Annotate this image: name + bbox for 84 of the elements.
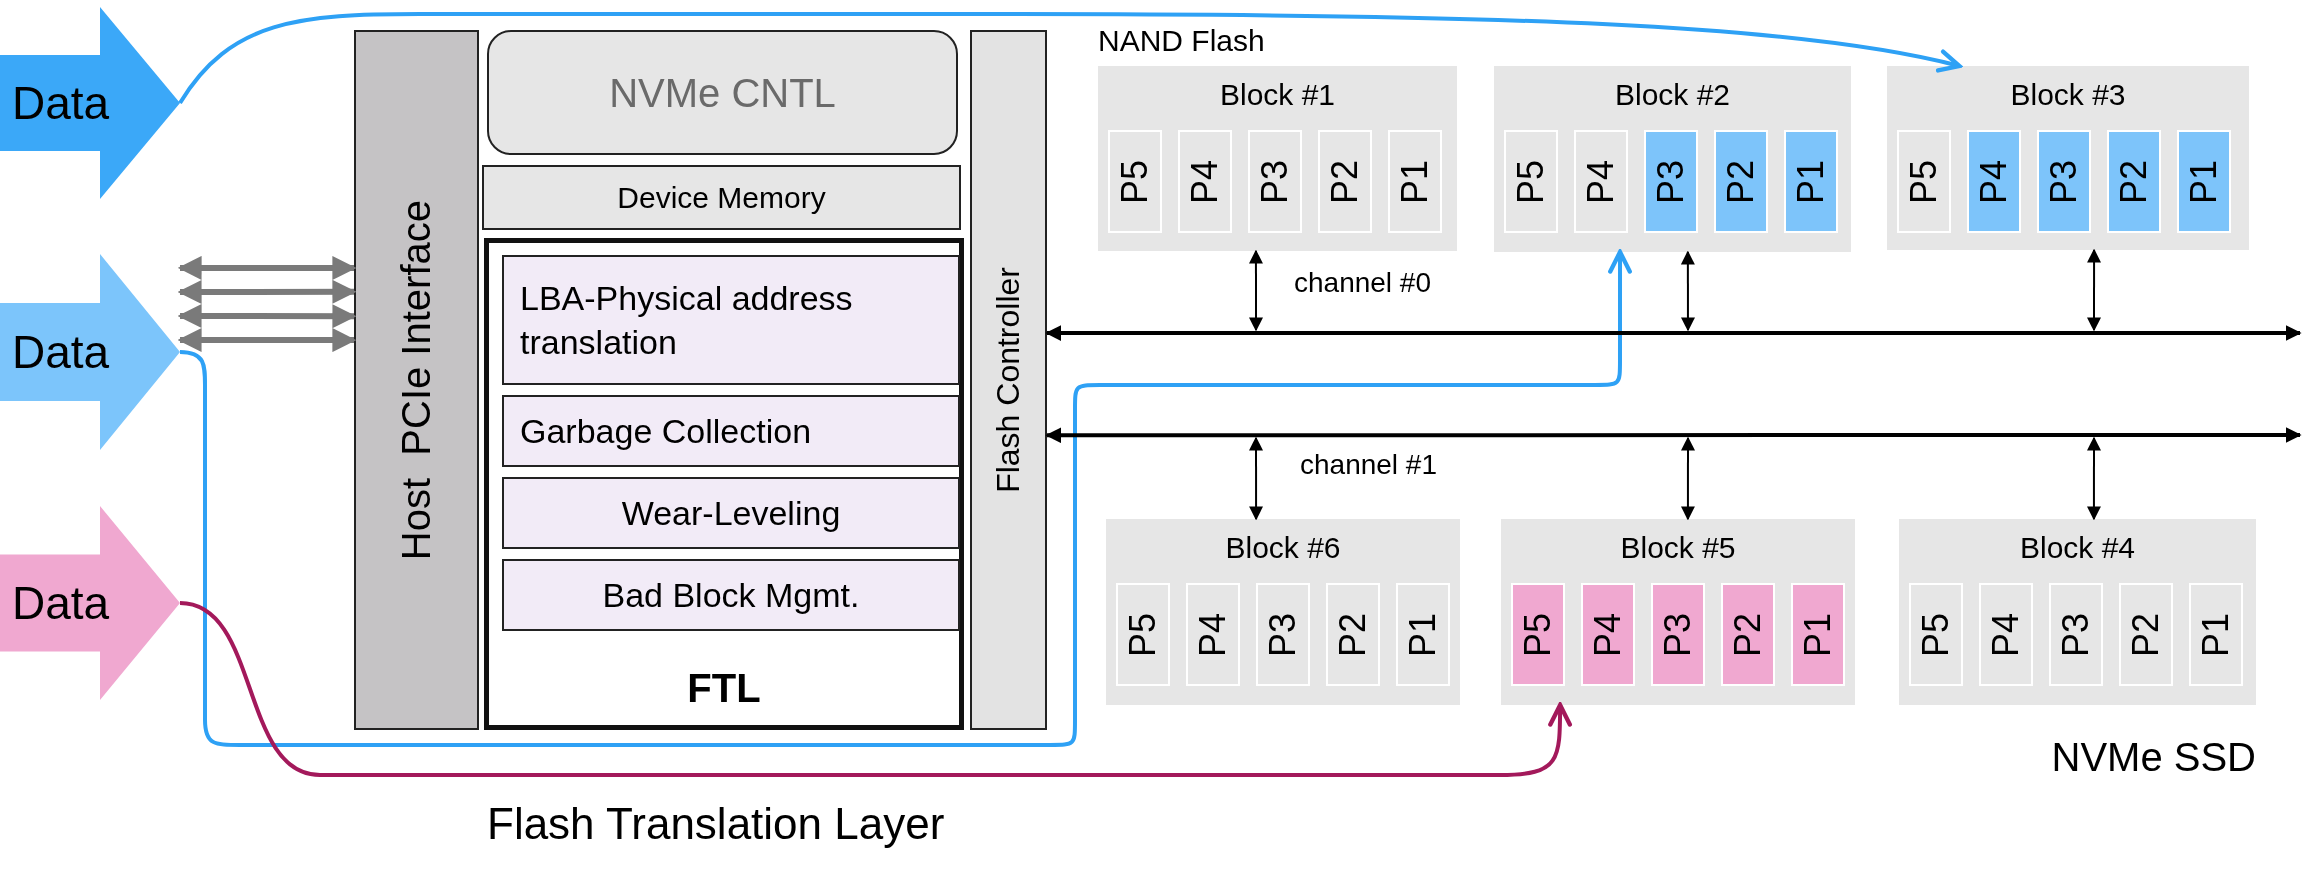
- flash-page: P2: [2119, 583, 2173, 686]
- data-block: [0, 254, 180, 450]
- function-box: [502, 559, 960, 631]
- block-panel: [1501, 519, 1855, 705]
- box-label: Wear-Leveling: [621, 492, 841, 534]
- curved-arrow: [178, 12, 1962, 105]
- flash-page: P2: [2107, 130, 2161, 233]
- flash-page: P1: [1388, 130, 1442, 233]
- box-label: Bad Block Mgmt.: [602, 574, 860, 616]
- flash-page: P3: [1644, 130, 1698, 233]
- block-panel: [1494, 66, 1851, 252]
- bus-arrow: [1045, 427, 2302, 444]
- flash-page: P1: [1791, 583, 1845, 686]
- flash-page: P4: [1178, 130, 1232, 233]
- interface-bar: [354, 30, 479, 730]
- flash-page: P1: [1784, 130, 1838, 233]
- data-label: Data: [12, 325, 110, 379]
- flash-page: P2: [1326, 583, 1380, 686]
- block-title: Block #6: [1225, 531, 1341, 565]
- flash-page: P2: [1721, 583, 1775, 686]
- block-title: Block #3: [2010, 78, 2126, 112]
- double-arrow: [2087, 248, 2102, 332]
- flash-page: P4: [1574, 130, 1628, 233]
- double-arrow: [1680, 250, 1695, 332]
- block-title: Block #4: [2019, 531, 2136, 565]
- flash-page: P5: [1116, 583, 1170, 686]
- box-label: Garbage Collection: [520, 410, 812, 452]
- flash-page: P3: [2049, 583, 2103, 686]
- block-title: Block #1: [1219, 78, 1336, 112]
- controller-bar: [970, 30, 1047, 730]
- double-arrow: [1248, 249, 1263, 332]
- flash-page: P3: [1248, 130, 1302, 233]
- flash-page: P2: [1318, 130, 1372, 233]
- flash-page: P4: [1581, 583, 1635, 686]
- box-label: LBA-Physical address translation: [520, 277, 854, 363]
- function-box: [502, 395, 960, 467]
- flash-page: P1: [2189, 583, 2243, 686]
- region-label: NAND Flash: [1098, 24, 1265, 57]
- region-label: NVMe SSD: [2051, 735, 2256, 779]
- bus-arrow: [1045, 325, 2302, 342]
- double-arrow: [1249, 436, 1264, 521]
- curved-arrow: [179, 601, 1572, 777]
- flash-page: P3: [1651, 583, 1705, 686]
- curved-arrow: [179, 249, 1632, 747]
- caption-text: Flash Translation Layer: [487, 800, 945, 849]
- double-arrow: [2086, 436, 2101, 521]
- flash-page: P5: [1108, 130, 1162, 233]
- block-panel: [1887, 66, 2249, 250]
- box-label: Device Memory: [617, 180, 826, 216]
- data-label: Data: [12, 76, 110, 130]
- flash-page: P2: [1714, 130, 1768, 233]
- double-arrow: [177, 304, 357, 329]
- memory-box: [482, 165, 961, 230]
- double-arrow: [177, 328, 357, 353]
- function-box: [502, 255, 960, 385]
- flash-page: P3: [2037, 130, 2091, 233]
- block-panel: [1106, 519, 1460, 705]
- block-title: Block #2: [1614, 78, 1731, 112]
- function-box: [502, 477, 960, 549]
- block-title: Block #5: [1620, 531, 1736, 565]
- flash-page: P3: [1256, 583, 1310, 686]
- double-arrow: [1680, 436, 1695, 521]
- flash-page: P1: [2177, 130, 2231, 233]
- ftl-panel: [484, 238, 964, 730]
- flash-page: P5: [1504, 130, 1558, 233]
- flash-page: P4: [1967, 130, 2021, 233]
- double-arrow: [177, 255, 357, 280]
- panel-title: FTL: [687, 666, 761, 711]
- bar-label: Host PCIe Interface: [394, 199, 439, 561]
- flash-page: P5: [1909, 583, 1963, 686]
- flash-page: P1: [1396, 583, 1450, 686]
- flash-page: P5: [1511, 583, 1565, 686]
- flash-page: P5: [1897, 130, 1951, 233]
- flash-page: P4: [1186, 583, 1240, 686]
- bar-label: Flash Controller: [990, 267, 1027, 493]
- data-label: Data: [12, 576, 110, 630]
- box-label: NVMe CNTL: [609, 69, 836, 117]
- block-panel: [1098, 66, 1457, 251]
- data-block: [0, 7, 180, 199]
- block-panel: [1899, 519, 2256, 705]
- double-arrow: [177, 279, 357, 304]
- controller-box: [487, 30, 958, 155]
- data-block: [0, 506, 180, 700]
- flash-page: P4: [1979, 583, 2033, 686]
